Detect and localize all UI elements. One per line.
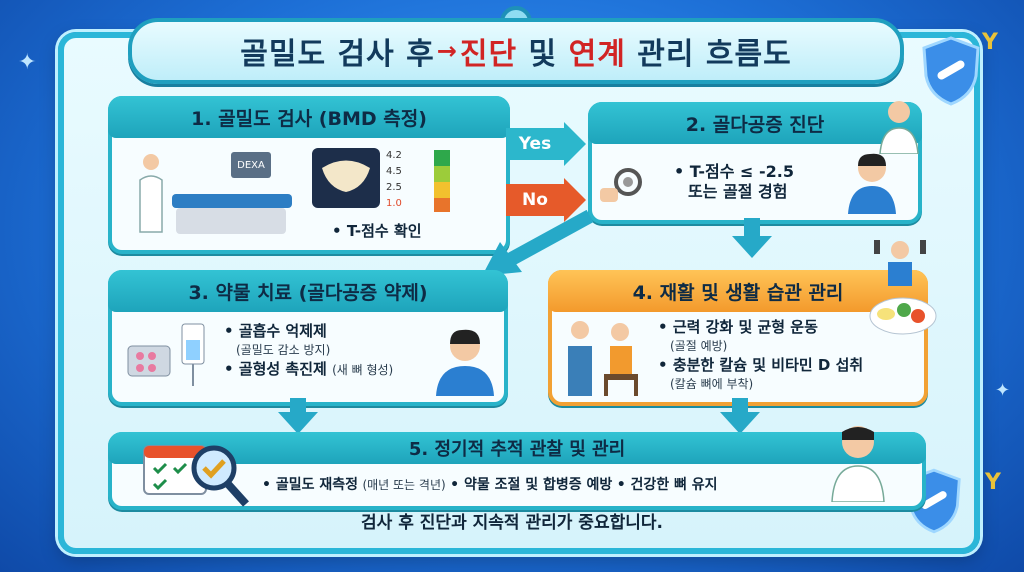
stethoscope-icon: [600, 152, 650, 208]
step5-title: 5. 정기적 추적 관찰 및 관리: [108, 432, 926, 464]
step2-card: 2. 골다공증 진단 • T-점수 ≤ -2.5 또는 골절 경험: [588, 102, 922, 224]
dexa-label: DEXA: [231, 152, 271, 178]
sparkle-icon: ✦: [18, 50, 37, 75]
step4-card: 4. 재활 및 생활 습관 관리 • 근력 강화 및 균형 운동 (골절 예방)…: [548, 270, 928, 406]
footer-message: 검사 후 진단과 지속적 관리가 중요합니다.: [361, 513, 663, 533]
arrow-2-to-3: [480, 209, 600, 280]
dexa-machine-illustration: DEXA: [136, 152, 306, 242]
step1-bullet: • T-점수 확인: [332, 222, 422, 240]
doctor-avatar-icon: [826, 420, 890, 503]
no-arrow: No: [506, 184, 564, 216]
yes-arrow: Yes: [506, 128, 564, 160]
arrowhead-4-to-5: [720, 412, 760, 434]
step3-list: • 골흡수 억제제 (골밀도 감소 방지) • 골형성 촉진제 (새 뼈 형성): [224, 322, 394, 378]
doctor-icon: [136, 152, 166, 238]
patient-icon: [842, 148, 902, 214]
step1-card: 1. 골밀도 검사 (BMD 측정) DEXA 4.2 4.5 2.5 1.0 …: [108, 96, 510, 254]
step2-criteria: • T-점수 ≤ -2.5 또는 골절 경험: [674, 162, 794, 201]
shield-bone-icon: [920, 36, 982, 106]
dumbbell-person-icon: [872, 236, 928, 286]
step5-list: • 골밀도 재측정 (매년 또는 격년) • 약물 조절 및 합병증 예방 • …: [262, 477, 718, 493]
patient-taking-pill-icon: [432, 324, 498, 396]
arrow-icon: →: [436, 37, 458, 65]
step3-title: 3. 약물 치료 (골다공증 약제): [108, 270, 508, 312]
arrowhead-3-to-5: [278, 412, 318, 434]
step3-card: 3. 약물 치료 (골다공증 약제) • 골흡수 억제제 (골밀도 감소 방지)…: [108, 270, 508, 406]
sparkle-icon: ✦: [995, 380, 1011, 401]
antibody-icon: Y: [985, 470, 1001, 495]
step1-title: 1. 골밀도 검사 (BMD 측정): [108, 96, 510, 138]
arrow-2-to-4: [744, 218, 760, 238]
antibody-icon: Y: [982, 30, 998, 55]
arrowhead-2-to-4: [732, 236, 772, 258]
step2-title: 2. 골다공증 진단: [588, 102, 922, 144]
page-title: 골밀도 검사 후 → 진단 및 연계 관리 흐름도: [128, 18, 904, 84]
step4-list: • 근력 강화 및 균형 운동 (골절 예방) • 충분한 칼슘 및 비타민 D…: [658, 318, 864, 391]
arrow-3-to-5: [290, 398, 306, 414]
magnifier-check-icon: [188, 440, 250, 510]
step4-title: 4. 재활 및 생활 습관 관리: [548, 270, 928, 312]
doctor-avatar-icon: [876, 96, 922, 155]
medicine-icon: [126, 320, 216, 390]
pelvis-xray-illustration: [312, 148, 380, 208]
yes-arrowhead: [564, 122, 586, 166]
healthy-food-plate-icon: [868, 292, 938, 336]
arrow-4-to-5: [732, 398, 748, 414]
t-score-scale: 4.2 4.5 2.5 1.0: [386, 150, 456, 212]
rehab-exercise-illustration: [558, 316, 654, 396]
no-arrowhead: [564, 178, 586, 222]
